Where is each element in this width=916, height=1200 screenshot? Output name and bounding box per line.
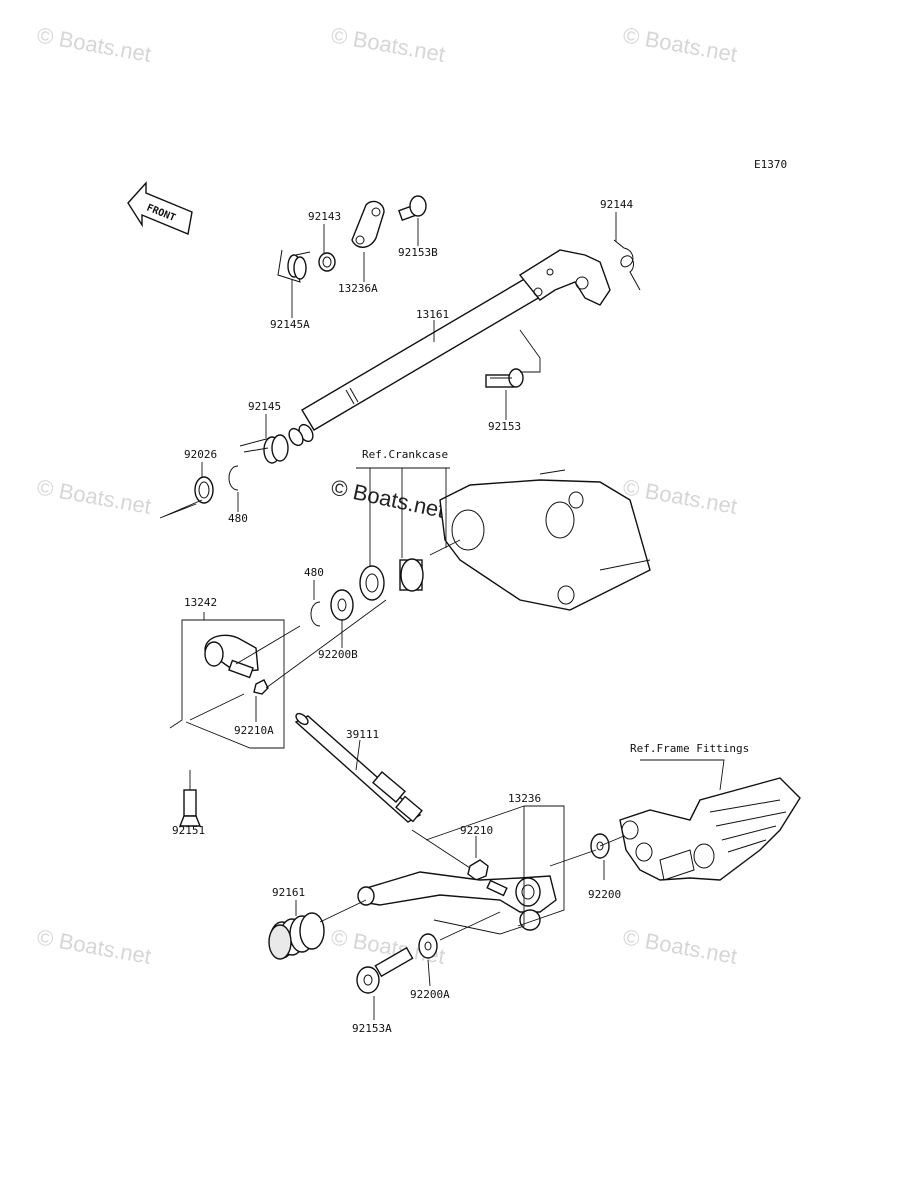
lever-13236a: [351, 200, 385, 248]
part-label: 92200A: [410, 988, 450, 1001]
part-label: 13236: [508, 792, 541, 805]
circlip-480-lower: [310, 601, 321, 627]
nut-92210: [467, 859, 489, 881]
part-label: 92210: [460, 824, 493, 837]
part-label: 13242: [184, 596, 217, 609]
watermark: © Boats.net: [621, 924, 739, 969]
leader-lines: [159, 212, 725, 1020]
part-label: 13161: [416, 308, 449, 321]
ref-crankcase-label: Ref.Crankcase: [362, 448, 448, 461]
diagram-code: E1370: [754, 158, 787, 171]
part-label: 92153A: [352, 1022, 392, 1035]
front-direction-arrow: FRONT: [127, 181, 193, 235]
part-label: 92026: [184, 448, 217, 461]
pedal-rubber-92161: [268, 912, 325, 960]
part-label: 92161: [272, 886, 305, 899]
frame-fittings-ref: [619, 777, 801, 881]
spring-92144: [613, 239, 641, 291]
shift-shaft: [288, 249, 611, 447]
tie-rod-39111: [294, 712, 423, 823]
bolt-92151: [178, 789, 202, 827]
circlip-480-upper: [228, 465, 239, 491]
bolt-92153a: [356, 946, 414, 994]
spring-92145a: [277, 249, 311, 283]
watermark: © Boats.net: [35, 924, 153, 969]
washer-92026: [194, 476, 214, 504]
bolt-92153: [485, 368, 524, 388]
part-labels: 92143 92153B 92144 13236A 92145A 13161 9…: [172, 198, 749, 1035]
collar-92143: [318, 252, 336, 272]
part-label: 92145A: [270, 318, 310, 331]
part-label: 92153B: [398, 246, 438, 259]
part-label: 92143: [308, 210, 341, 223]
part-label: 92145: [248, 400, 281, 413]
part-label: 92200: [588, 888, 621, 901]
spring-92145: [239, 434, 289, 464]
part-label: 92153: [488, 420, 521, 433]
watermark: © Boats.net: [35, 474, 153, 519]
watermark: © Boats.net: [621, 22, 739, 67]
part-label: 92200B: [318, 648, 358, 661]
washer-92200b: [330, 589, 354, 621]
part-label: 92144: [600, 198, 633, 211]
part-label: 92151: [172, 824, 205, 837]
shift-pedal-13236: [357, 871, 557, 931]
bolt-92153b: [397, 195, 427, 222]
watermark: © Boats.net: [35, 22, 153, 67]
part-label: 480: [228, 512, 248, 525]
watermark: © Boats.net: [329, 22, 447, 67]
part-label: 39111: [346, 728, 379, 741]
part-label: 13236A: [338, 282, 378, 295]
part-label: 480: [304, 566, 324, 579]
shift-arm-13242: [204, 634, 269, 695]
ref-frame-fittings-label: Ref.Frame Fittings: [630, 742, 749, 755]
part-label: 92210A: [234, 724, 274, 737]
washer-92200a: [418, 933, 438, 959]
crankcase-ref: [359, 469, 651, 611]
watermark-overlay: © Boats.net: [329, 474, 447, 522]
watermark: © Boats.net: [621, 474, 739, 519]
